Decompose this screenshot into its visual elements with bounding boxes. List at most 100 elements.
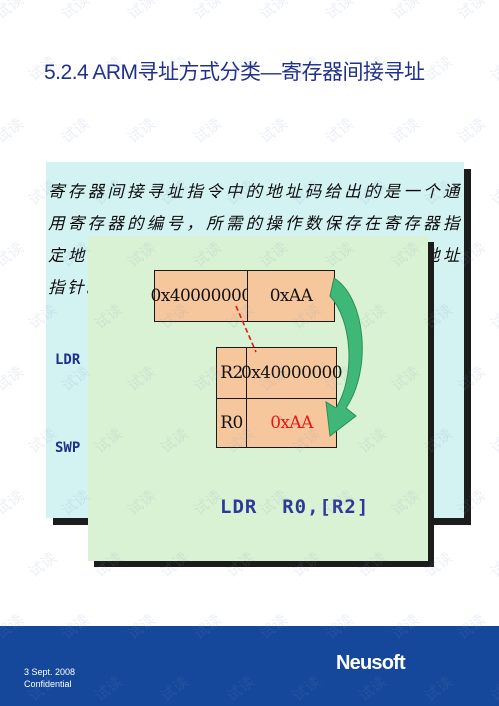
- watermark-mark: 试读: [0, 114, 27, 147]
- watermark-mark: 试读: [388, 0, 423, 23]
- watermark-mark: 试读: [454, 114, 489, 147]
- watermark-mark: 试读: [223, 548, 258, 581]
- watermark-mark: 试读: [421, 424, 456, 457]
- watermark-mark: 试读: [157, 176, 192, 209]
- register-r0-value: 0xAA: [246, 398, 337, 448]
- watermark-mark: 试读: [25, 548, 60, 581]
- watermark-mark: 试读: [355, 176, 390, 209]
- watermark-mark: 试读: [322, 486, 357, 519]
- watermark-mark: 试读: [58, 362, 93, 395]
- watermark-mark: 试读: [256, 486, 291, 519]
- watermark-mark: 试读: [0, 610, 27, 643]
- watermark-mark: 试读: [454, 238, 489, 271]
- watermark-mark: 试读: [256, 114, 291, 147]
- watermark-mark: 试读: [190, 610, 225, 643]
- pointer-dashed-line: [235, 305, 257, 353]
- watermark-mark: 试读: [223, 176, 258, 209]
- watermark-mark: 试读: [157, 672, 192, 705]
- watermark-mark: 试读: [190, 238, 225, 271]
- load-curved-arrow: [325, 277, 363, 437]
- watermark-mark: 试读: [91, 672, 126, 705]
- watermark-mark: 试读: [157, 300, 192, 333]
- watermark-mark: 试读: [421, 176, 456, 209]
- watermark-mark: 试读: [487, 52, 499, 85]
- watermark-mark: 试读: [190, 0, 225, 23]
- watermark-mark: 试读: [157, 424, 192, 457]
- footer-bar: [0, 626, 499, 706]
- watermark-mark: 试读: [322, 0, 357, 23]
- watermark-mark: 试读: [289, 176, 324, 209]
- watermark-mark: 试读: [256, 0, 291, 23]
- watermark-mark: 试读: [487, 548, 499, 581]
- instruction-code: LDR R0,[R2]: [220, 496, 370, 518]
- watermark-mark: 试读: [58, 114, 93, 147]
- watermark-mark: 试读: [388, 362, 423, 395]
- watermark-mark: 试读: [388, 114, 423, 147]
- register-r2-value: 0x40000000: [241, 347, 343, 399]
- watermark-mark: 试读: [454, 362, 489, 395]
- watermark-mark: 试读: [0, 486, 27, 519]
- footer-confidential: Confidential: [24, 679, 72, 689]
- watermark-mark: 试读: [91, 176, 126, 209]
- memory-address-cell: 0x40000000: [151, 270, 252, 322]
- watermark-mark: 试读: [124, 0, 159, 23]
- watermark-mark: 试读: [58, 0, 93, 23]
- footer-date-block: 3 Sept. 2008 Confidential: [24, 666, 75, 690]
- watermark-mark: 试读: [91, 424, 126, 457]
- watermark-mark: 试读: [388, 486, 423, 519]
- watermark-mark: 试读: [223, 300, 258, 333]
- watermark-mark: 试读: [25, 176, 60, 209]
- watermark-mark: 试读: [124, 486, 159, 519]
- watermark-mark: 试读: [454, 610, 489, 643]
- watermark-mark: 试读: [355, 424, 390, 457]
- watermark-mark: 试读: [157, 52, 192, 85]
- watermark-mark: 试读: [223, 52, 258, 85]
- footer-date: 3 Sept. 2008: [24, 667, 76, 677]
- watermark-mark: 试读: [421, 52, 456, 85]
- watermark-mark: 试读: [124, 114, 159, 147]
- watermark-mark: 试读: [355, 52, 390, 85]
- watermark-mark: 试读: [355, 548, 390, 581]
- watermark-mark: 试读: [487, 300, 499, 333]
- watermark-mark: 试读: [355, 300, 390, 333]
- watermark-mark: 试读: [421, 300, 456, 333]
- ldr-label: LDR: [55, 352, 81, 368]
- watermark-mark: 试读: [289, 672, 324, 705]
- watermark-mark: 试读: [157, 548, 192, 581]
- register-r0-label: R0: [216, 398, 247, 448]
- watermark-mark: 试读: [223, 672, 258, 705]
- page-title: 5.2.4 ARM寻址方式分类—寄存器间接寻址: [44, 61, 425, 84]
- watermark-mark: 试读: [289, 548, 324, 581]
- watermark-mark: 试读: [256, 362, 291, 395]
- watermark-mark: 试读: [322, 114, 357, 147]
- watermark-mark: 试读: [454, 486, 489, 519]
- watermark-mark: 试读: [388, 238, 423, 271]
- watermark-mark: 试读: [190, 362, 225, 395]
- watermark-mark: 试读: [289, 300, 324, 333]
- swp-label: SWP: [55, 440, 81, 456]
- watermark-mark: 试读: [124, 610, 159, 643]
- watermark-mark: 试读: [289, 52, 324, 85]
- watermark-mark: 试读: [487, 672, 499, 705]
- watermark-mark: 试读: [0, 0, 27, 23]
- watermark-mark: 试读: [58, 486, 93, 519]
- watermark-mark: 试读: [322, 238, 357, 271]
- watermark-mark: 试读: [190, 486, 225, 519]
- watermark-mark: 试读: [25, 52, 60, 85]
- watermark-mark: 试读: [0, 238, 27, 271]
- watermark-mark: 试读: [91, 300, 126, 333]
- watermark-mark: 试读: [454, 0, 489, 23]
- watermark-mark: 试读: [91, 548, 126, 581]
- watermark-mark: 试读: [0, 362, 27, 395]
- watermark-mark: 试读: [58, 610, 93, 643]
- watermark-mark: 试读: [322, 362, 357, 395]
- watermark-mark: 试读: [58, 238, 93, 271]
- watermark-mark: 试读: [421, 548, 456, 581]
- watermark-mark: 试读: [124, 238, 159, 271]
- watermark-mark: 试读: [223, 424, 258, 457]
- watermark-mark: 试读: [487, 424, 499, 457]
- watermark-mark: 试读: [421, 672, 456, 705]
- watermark-mark: 试读: [124, 362, 159, 395]
